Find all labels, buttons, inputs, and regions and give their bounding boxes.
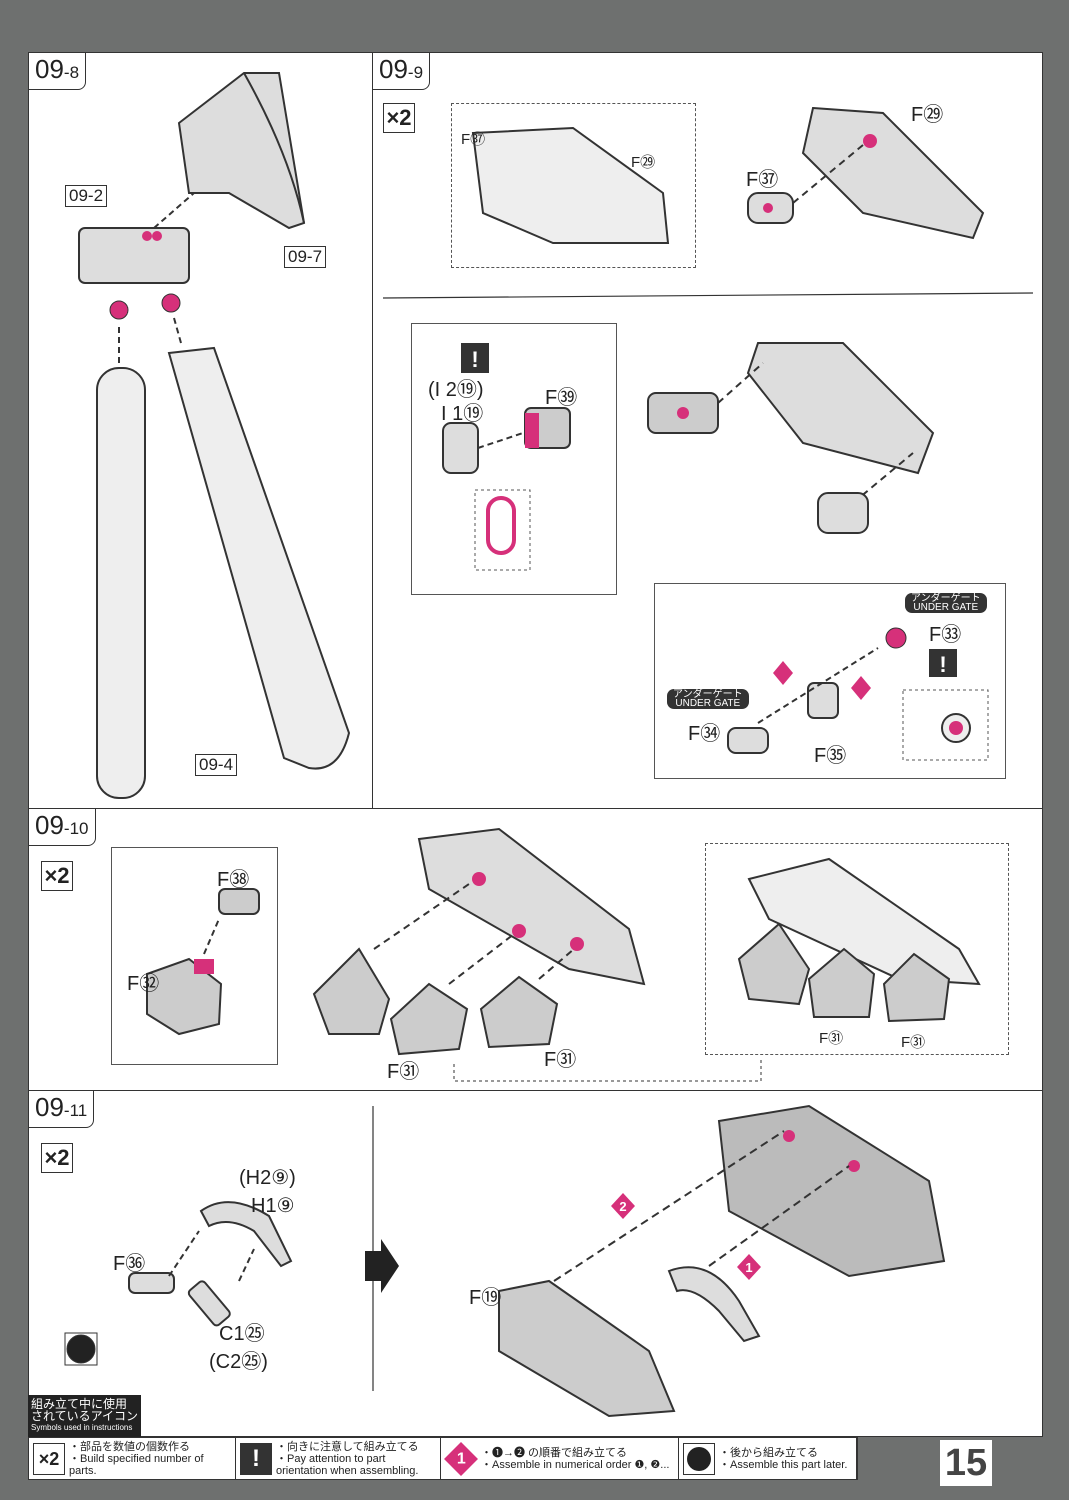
step-09-10: 09-10 ×2 F㊳ F㉜ F㉛ F㉛ F㉛ F㉛ xyxy=(28,808,1043,1091)
shoulder-parts-illustration: ! ! xyxy=(382,106,1034,761)
order-marker-1: 1 xyxy=(745,1260,752,1275)
legend-orientation: !・向きに注意して組み立てる・Pay attention to part ori… xyxy=(236,1438,441,1479)
legend-later: ・後から組み立てる・Assemble this part later. xyxy=(679,1438,857,1479)
legend-order: 1・❶→❷ の順番で組み立てる・Assemble in numerical or… xyxy=(441,1438,679,1479)
svg-text:!: ! xyxy=(471,347,478,372)
ref-09-7: 09-7 xyxy=(284,246,327,268)
step-number: 09-9 xyxy=(372,52,431,90)
part-label: F㉛ xyxy=(387,1061,420,1083)
part-label: F㉙ xyxy=(911,104,944,126)
part-label: H1⑨ xyxy=(251,1195,295,1217)
step-number: 09-11 xyxy=(28,1090,95,1128)
part-label: F㊲ xyxy=(461,131,486,148)
step-09-11: 09-11 ×2 2 1 (H2⑨) H1⑨ F㊱ C1㉕ (C2㉕) F⑲ xyxy=(28,1090,1043,1437)
step-09-9: 09-9 ×2 ! ! F㊲ F㉙ F㉙ F㊲ (I 2⑲) I 1⑲ F㊴ ア… xyxy=(372,52,1043,809)
part-label: F㊴ xyxy=(545,387,578,409)
order-diamond-icon: 1 xyxy=(444,1441,478,1476)
skirt-assembly-illustration: 2 1 xyxy=(64,1104,946,1418)
result-box xyxy=(705,843,1009,1055)
symbols-legend: ×2・部品を数値の個数作る・Build specified number of … xyxy=(28,1437,858,1480)
multiplier-badge: ×2 xyxy=(41,1143,73,1173)
part-label: F㊱ xyxy=(113,1253,146,1275)
multiplier-badge: ×2 xyxy=(41,861,73,891)
part-label: F㉜ xyxy=(127,973,160,995)
part-label: F㉛ xyxy=(544,1049,577,1071)
part-label: (C2㉕) xyxy=(209,1351,268,1373)
page-number: 15 xyxy=(940,1440,992,1486)
backpack-thruster-illustration xyxy=(78,72,351,799)
multiplier-badge: ×2 xyxy=(383,103,415,133)
part-label: C1㉕ xyxy=(219,1323,265,1345)
detail-box xyxy=(451,103,696,268)
part-label: F㉙ xyxy=(631,154,656,171)
ref-09-2: 09-2 xyxy=(65,185,108,207)
legend-multiplier: ×2・部品を数値の個数作る・Build specified number of … xyxy=(29,1438,236,1479)
part-label: (H2⑨) xyxy=(239,1167,296,1189)
part-label: F㉛ xyxy=(901,1034,926,1051)
step-number: 09-8 xyxy=(28,52,87,90)
part-label: F㊳ xyxy=(217,869,250,891)
part-label: F㉝ xyxy=(929,624,962,646)
part-label: F㉞ xyxy=(688,723,721,745)
order-marker-2: 2 xyxy=(619,1199,626,1214)
ref-09-4: 09-4 xyxy=(195,754,238,776)
multiplier-icon: ×2 xyxy=(33,1442,65,1475)
part-label: F㉟ xyxy=(814,745,847,767)
detail-box xyxy=(411,323,617,595)
assemble-later-icon xyxy=(683,1442,715,1475)
part-label: (I 2⑲) xyxy=(428,379,484,401)
step-09-8: 09-8 09-2 09-7 09-4 xyxy=(28,52,373,809)
part-label: F㉛ xyxy=(819,1030,844,1047)
detail-box xyxy=(111,847,278,1065)
exclamation-icon: ! xyxy=(240,1442,272,1475)
svg-text:!: ! xyxy=(939,652,946,677)
part-label: F⑲ xyxy=(469,1287,502,1309)
detail-box xyxy=(654,583,1006,779)
hip-armor-illustration xyxy=(146,827,981,1082)
part-label: I 1⑲ xyxy=(441,403,484,425)
step-number: 09-10 xyxy=(28,808,96,846)
part-label: F㊲ xyxy=(746,169,779,191)
